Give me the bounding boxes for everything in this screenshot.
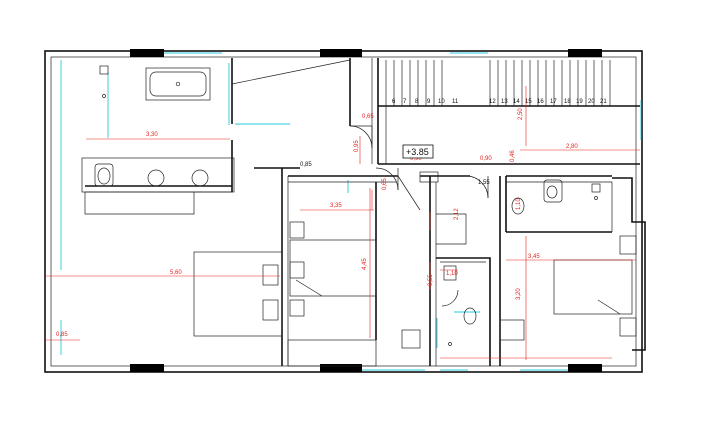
dim-bed3-width: 3,45 [528, 254, 540, 260]
stair-step-11: 11 [452, 99, 459, 105]
door-swings [349, 125, 489, 307]
elevation-label: +3.85 [406, 147, 429, 157]
dim-door-a: 0,65 [362, 114, 374, 120]
stair-step-17: 17 [550, 99, 557, 105]
stair-step-6: 6 [392, 99, 396, 105]
dim-small-a: 0,85 [300, 162, 312, 168]
dim-stair-right: 2,80 [566, 144, 578, 150]
dim-bath-width: 3,30 [146, 132, 158, 138]
dim-bath2-w: 1,10 [446, 271, 458, 277]
stair-step-7: 7 [403, 99, 407, 105]
stair-step-9: 9 [427, 99, 431, 105]
furniture [94, 65, 637, 346]
dim-door-b: 0,95 [354, 140, 360, 152]
stair-step-14: 14 [513, 99, 520, 105]
stair-step-8: 8 [415, 99, 419, 105]
stair-step-21: 21 [600, 99, 607, 105]
stair-step-16: 16 [537, 99, 544, 105]
stair-step-10: 10 [438, 99, 445, 105]
dim-stair-depth: 2,50 [518, 108, 524, 120]
stair-step-12: 12 [489, 99, 496, 105]
dim-wc-small: 1,10 [516, 198, 522, 210]
dim-closet-h: 0,65 [382, 178, 388, 190]
dim-bed2-depth: 4,45 [362, 258, 368, 270]
dim-master-width: 5,60 [170, 270, 182, 276]
stair-step-20: 20 [588, 99, 595, 105]
dim-master-small: 0,85 [56, 332, 68, 338]
dim-bath2-small: 0,55 [428, 274, 434, 286]
stair-step-19: 19 [576, 99, 583, 105]
stair-step-13: 13 [501, 99, 508, 105]
stair-step-numbers: 6 7 8 9 10 11 12 13 14 15 16 17 18 19 20… [392, 99, 607, 105]
dim-bed2-width: 3,35 [330, 203, 342, 209]
stair-step-15: 15 [525, 99, 532, 105]
dimension-lines [46, 86, 640, 360]
dim-door-d: 0,90 [480, 156, 492, 162]
dimension-labels: 3,30 0,65 0,95 0,85 2,50 2,80 0,46 0,90 … [56, 108, 578, 338]
stair-step-18: 18 [564, 99, 571, 105]
dim-corridor: 1,55 [478, 180, 490, 186]
exterior-walls [44, 49, 646, 373]
dim-bath2-h: 2,12 [454, 208, 460, 220]
dim-stair-small: 0,46 [510, 150, 516, 162]
level-marker: +3.85 [402, 144, 434, 159]
dim-bed3-depth: 3,20 [516, 288, 522, 300]
dim-door-c: 0,90 [410, 156, 422, 162]
staircase [385, 60, 611, 106]
